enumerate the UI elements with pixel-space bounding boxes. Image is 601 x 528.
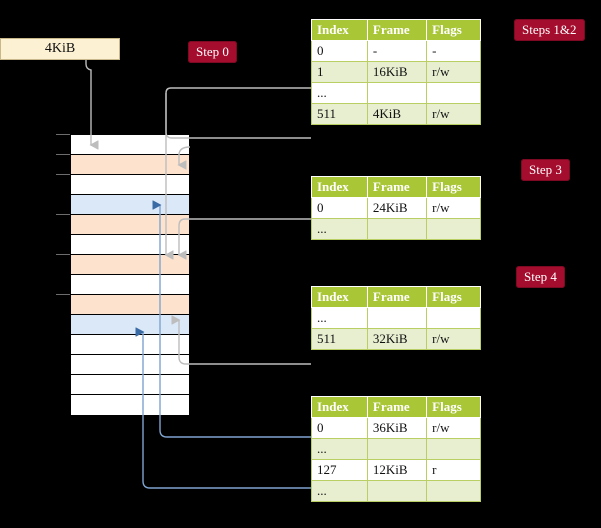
column-header-frame: Frame: [366, 19, 428, 41]
table-row: ...: [311, 480, 481, 502]
cell-frame: [366, 218, 428, 240]
memory-tick-mark: [56, 174, 70, 175]
cell-frame: 16KiB: [366, 61, 428, 83]
cell-flags: -: [426, 40, 481, 62]
cell-frame: [366, 480, 428, 502]
table-row: ...: [311, 82, 481, 104]
memory-frame-row: [71, 155, 189, 175]
cell-flags: r/w: [426, 417, 481, 439]
column-header-frame: Frame: [366, 396, 428, 418]
cell-index: ...: [311, 480, 368, 502]
memory-frame-row: [71, 295, 189, 315]
memory-frame-row: [71, 215, 189, 235]
wire-steps12-top: [165, 87, 311, 139]
memory-frame-row: [71, 275, 189, 295]
cell-flags: r/w: [426, 103, 481, 125]
cell-frame: [366, 438, 428, 460]
cell-frame: 24KiB: [366, 197, 428, 219]
cell-index: 127: [311, 459, 368, 481]
badge-step-0: Step 0: [188, 41, 237, 63]
cell-flags: [426, 82, 481, 104]
cell-index: 511: [311, 103, 368, 125]
wire-step4: [179, 320, 311, 365]
cell-frame: 36KiB: [366, 417, 428, 439]
column-header-frame: Frame: [366, 176, 428, 198]
cell-frame: 12KiB: [366, 459, 428, 481]
cell-index: 1: [311, 61, 368, 83]
memory-frame-row: [71, 135, 189, 155]
cell-flags: r/w: [426, 197, 481, 219]
badge-step-3: Step 3: [521, 159, 570, 181]
table-row: ...: [311, 438, 481, 460]
virtual-address-box: 4KiB: [0, 38, 120, 60]
memory-tick-mark: [56, 214, 70, 215]
table-row: ...: [311, 307, 481, 329]
cell-flags: [426, 480, 481, 502]
column-header-flags: Flags: [426, 19, 481, 41]
cell-index: 0: [311, 417, 368, 439]
badge-step-4: Step 4: [516, 266, 565, 288]
column-header-flags: Flags: [426, 286, 481, 308]
table-row: ...: [311, 218, 481, 240]
memory-tick-mark: [56, 154, 70, 155]
cell-flags: [426, 307, 481, 329]
cell-flags: r/w: [426, 61, 481, 83]
badge-steps-1-2: Steps 1&2: [514, 19, 585, 41]
cell-index: ...: [311, 82, 368, 104]
wire-step0: [85, 60, 91, 145]
cell-frame: [366, 307, 428, 329]
column-header-flags: Flags: [426, 176, 481, 198]
column-header-index: Index: [311, 396, 368, 418]
cell-index: ...: [311, 218, 368, 240]
column-header-index: Index: [311, 286, 368, 308]
cell-frame: -: [366, 40, 428, 62]
cell-flags: [426, 438, 481, 460]
memory-frame-row: [71, 355, 189, 375]
cell-index: ...: [311, 307, 368, 329]
memory-frame-row: [71, 235, 189, 255]
physical-memory-column: [70, 134, 190, 416]
cell-frame: 4KiB: [366, 103, 428, 125]
column-header-flags: Flags: [426, 396, 481, 418]
column-header-frame: Frame: [366, 286, 428, 308]
cell-index: 511: [311, 328, 368, 350]
wire-step3: [179, 218, 311, 255]
cell-index: ...: [311, 438, 368, 460]
memory-frame-row: [71, 315, 189, 335]
memory-frame-row: [71, 335, 189, 355]
memory-tick-mark: [56, 134, 70, 135]
memory-frame-row: [71, 395, 189, 415]
cell-flags: r/w: [426, 328, 481, 350]
cell-frame: [366, 82, 428, 104]
cell-frame: 32KiB: [366, 328, 428, 350]
cell-index: 0: [311, 40, 368, 62]
virtual-address-label: 4KiB: [44, 41, 76, 56]
column-header-index: Index: [311, 19, 368, 41]
memory-frame-row: [71, 375, 189, 395]
cell-index: 0: [311, 197, 368, 219]
memory-frame-row: [71, 255, 189, 275]
memory-tick-mark: [56, 254, 70, 255]
memory-frame-row: [71, 175, 189, 195]
cell-flags: [426, 218, 481, 240]
column-header-index: Index: [311, 176, 368, 198]
cell-flags: r: [426, 459, 481, 481]
table-row: 0--: [311, 40, 481, 62]
memory-frame-row: [71, 195, 189, 215]
memory-tick-mark: [56, 294, 70, 295]
